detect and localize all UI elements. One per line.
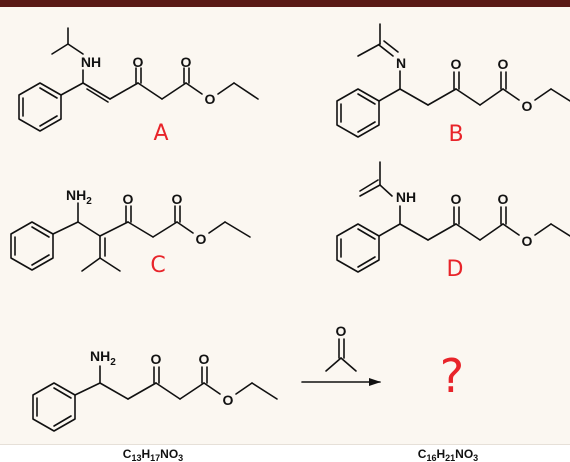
reagent-acetone: O: [325, 323, 357, 372]
molecule-a-chain: [51, 27, 259, 103]
product-formula-c: C: [418, 447, 427, 461]
reactant-molecule: NH2 O O O: [32, 348, 278, 432]
molecule-d-benzene-ring: [336, 223, 380, 273]
molecule-c: NH2 O O O C: [10, 187, 251, 278]
molecule-c-ketone-o-atom: O: [123, 191, 134, 207]
label-d: D: [447, 257, 464, 282]
product-formula-c-count: 16: [426, 453, 436, 462]
product-formula: C16H21NO3: [418, 447, 478, 462]
molecule-d-ester-o-atom: O: [522, 233, 533, 249]
molecule-d-carbonyl-o-atom: O: [498, 191, 509, 207]
reactant-formula-h: H: [141, 447, 150, 461]
reactant-formula-no: NO: [160, 447, 178, 461]
molecule-a-ester-o-atom: O: [205, 91, 216, 107]
reactant-formula-h-count: 17: [150, 453, 160, 462]
reactant-chain: [74, 365, 278, 400]
reactant-formula-c: C: [123, 447, 132, 461]
molecule-c-nh2-atom: NH2: [66, 187, 92, 207]
product-formula-no: NO: [455, 447, 473, 461]
reactant-formula-c-count: 13: [131, 453, 141, 462]
molecule-c-amine-label: NH2: [66, 187, 92, 207]
molecule-b: N O O O B: [336, 23, 570, 147]
reactant-nh2-atom: NH2: [90, 348, 116, 368]
molecule-d-chain: [359, 161, 570, 241]
reagent-o-atom: O: [336, 323, 347, 339]
reactant-nh2-sub: 2: [110, 357, 116, 368]
molecule-b-ester-o-atom: O: [522, 98, 533, 114]
molecule-a-ketone-o-atom: O: [133, 54, 144, 70]
molecule-a-nh-atom: NH: [81, 54, 101, 70]
molecule-c-chain: [52, 202, 251, 272]
product-formula-o-count: 3: [473, 453, 478, 462]
molecule-b-chain: [357, 23, 570, 106]
molecule-c-ester-o-atom: O: [196, 231, 207, 247]
product-formula-h: H: [436, 447, 445, 461]
unknown-product-question-mark: ?: [440, 349, 464, 403]
reactant-ketone-o-atom: O: [151, 351, 162, 367]
label-b: B: [448, 122, 463, 147]
reactant-ester-o-atom: O: [223, 392, 234, 408]
molecule-a-benzene-ring: [18, 82, 62, 132]
molecule-b-carbonyl-o-atom: O: [498, 56, 509, 72]
molecule-d-ketone-o-atom: O: [451, 191, 462, 207]
label-a: A: [153, 121, 168, 146]
molecule-b-ketone-o-atom: O: [451, 56, 462, 72]
molecule-b-benzene-ring: [336, 88, 380, 138]
reactant-nh2-main: NH: [90, 348, 110, 364]
molecule-c-carbonyl-o-atom: O: [172, 191, 183, 207]
molecule-c-benzene-ring: [10, 221, 54, 271]
molecule-a: NH O O O A: [18, 27, 259, 146]
label-c: C: [150, 253, 165, 278]
reactant-formula: C13H17NO3: [123, 447, 183, 462]
molecule-d-nh-atom: NH: [396, 189, 416, 205]
molecule-d: NH O O O D: [336, 161, 570, 282]
molecule-c-nh2-main: NH: [66, 187, 86, 203]
molecule-a-carbonyl-o-atom: O: [181, 54, 192, 70]
reactant-amine-label: NH2: [90, 348, 116, 368]
product-formula-h-count: 21: [445, 453, 455, 462]
molecule-b-imine-n-atom: N: [396, 55, 406, 71]
reactant-benzene-ring: [32, 382, 76, 432]
molecule-c-nh2-sub: 2: [86, 196, 92, 207]
reactant-carbonyl-o-atom: O: [199, 351, 210, 367]
formula-bar: [0, 444, 570, 462]
reactant-formula-o-count: 3: [178, 453, 183, 462]
